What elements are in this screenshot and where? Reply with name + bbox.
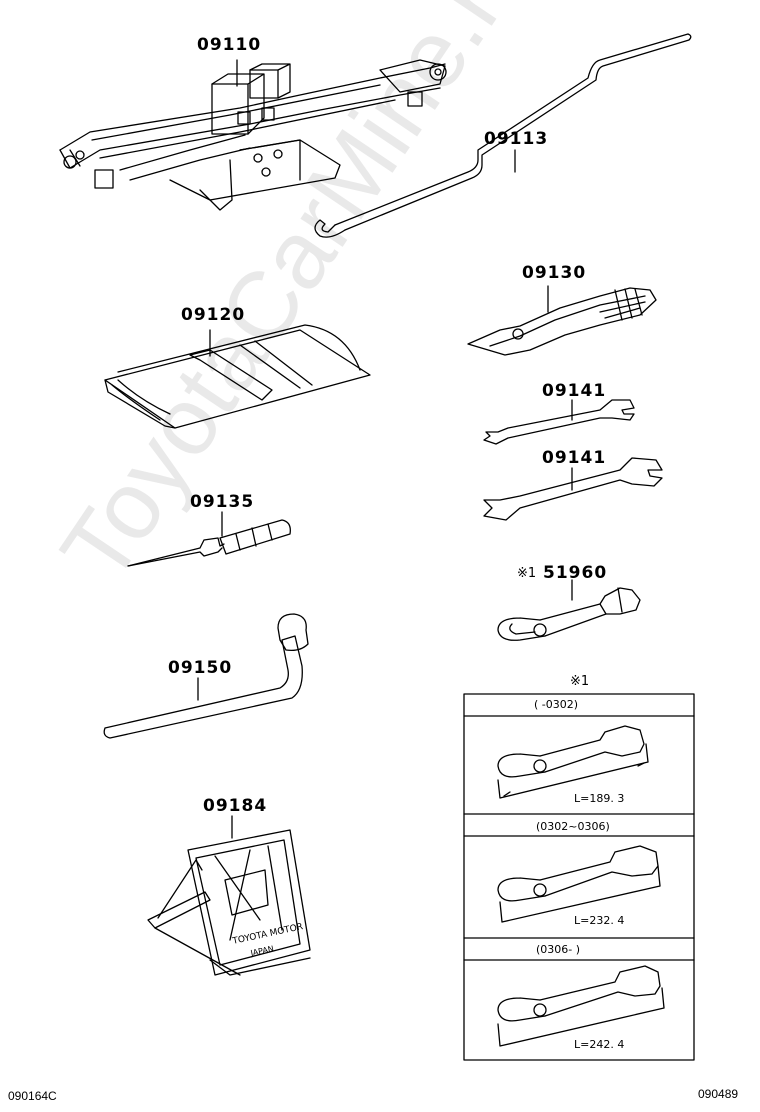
- part-number-towing-eye: 51960: [543, 563, 608, 583]
- wheel-wrench-illustration: [104, 614, 308, 738]
- variant-3-range: (0306- ): [536, 943, 581, 956]
- footer-left-code: 090164C: [8, 1089, 57, 1103]
- wrench-large-illustration: [484, 458, 662, 520]
- part-number-tool-bag: 09120: [181, 305, 246, 325]
- part-number-wrench-small: 09141: [542, 381, 607, 401]
- part-number-warning-triangle: 09184: [203, 796, 268, 816]
- variant-3-illustration: [498, 966, 664, 1046]
- variant-2-length: L=232. 4: [574, 914, 625, 927]
- footer-right-code: 090489: [698, 1087, 739, 1101]
- wrench-small-illustration: [484, 400, 634, 444]
- screwdriver-illustration: [128, 512, 290, 566]
- part-number-pliers: 09130: [522, 263, 587, 283]
- variants-header-mark: ※1: [570, 674, 590, 689]
- part-number-wheel-wrench: 09150: [168, 658, 233, 678]
- variant-2-range: (0302~0306): [536, 820, 610, 833]
- variant-1-length: L=189. 3: [574, 792, 625, 805]
- part-number-jack-handle: 09113: [484, 129, 549, 149]
- tool-bag-illustration: [105, 325, 370, 428]
- pliers-illustration: [468, 286, 656, 355]
- variant-3-length: L=242. 4: [574, 1038, 625, 1051]
- part-number-jack: 09110: [197, 35, 262, 55]
- variant-1-illustration: [498, 726, 648, 798]
- jack-illustration: [60, 60, 446, 210]
- variants-table-frame: [464, 694, 694, 1060]
- towing-eye-mark: ※1: [517, 566, 537, 581]
- part-number-wrench-large: 09141: [542, 448, 607, 468]
- variant-2-illustration: [498, 846, 660, 922]
- jack-handle-illustration: [315, 34, 691, 237]
- warning-triangle-illustration: [148, 816, 310, 975]
- towing-eye-illustration: [498, 580, 640, 640]
- part-number-screwdriver: 09135: [190, 492, 255, 512]
- variant-1-range: ( -0302): [534, 698, 579, 711]
